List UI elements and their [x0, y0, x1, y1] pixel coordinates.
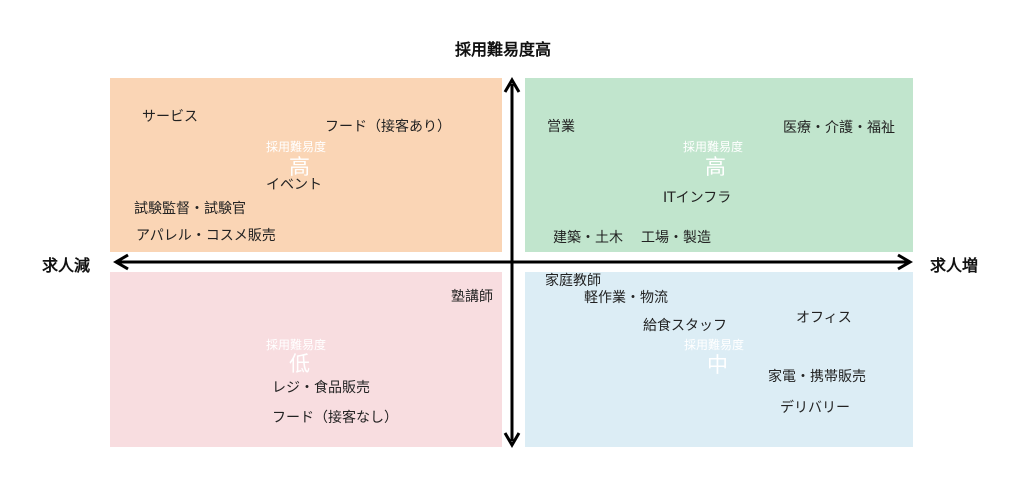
quadrant-bottom-left: [110, 272, 502, 447]
axis-label-right: 求人増: [930, 256, 979, 275]
axis-label-left: 求人減: [42, 256, 91, 275]
job-label: 給食スタッフ: [643, 318, 727, 334]
arrow-right-icon: [897, 253, 913, 271]
quadrant-level: 高: [289, 155, 310, 179]
axis-label-top: 採用難易度高: [455, 40, 552, 59]
job-label: 家電・携帯販売: [768, 369, 866, 385]
quadrant-level: 低: [289, 352, 310, 376]
quadrant-caption: 採用難易度: [684, 338, 745, 352]
job-label: 営業: [547, 119, 575, 135]
quadrant-bottom-right: [525, 272, 913, 447]
quadrant-level: 中: [707, 353, 728, 377]
job-label: サービス: [142, 109, 198, 125]
job-label: 軽作業・物流: [584, 290, 668, 306]
quadrant-caption: 採用難易度: [266, 338, 327, 352]
arrow-up-icon: [503, 77, 521, 93]
job-label: オフィス: [796, 310, 852, 326]
job-label: フード（接客あり）: [325, 119, 451, 135]
quadrant-top-left: [110, 78, 502, 252]
job-label: フード（接客なし）: [272, 410, 398, 426]
job-label: 試験監督・試験官: [134, 201, 246, 217]
job-label: レジ・食品販売: [272, 380, 370, 396]
job-label: 工場・製造: [641, 230, 711, 246]
job-label: ITインフラ: [663, 190, 732, 206]
arrow-down-icon: [503, 432, 521, 448]
arrow-left-icon: [113, 253, 129, 271]
quadrant-caption: 採用難易度: [683, 140, 744, 154]
job-label: イベント: [266, 177, 322, 193]
quadrant-top-right: [525, 78, 913, 252]
job-label: 建築・土木: [553, 230, 623, 246]
quadrant-level: 高: [705, 155, 726, 179]
job-label: 塾講師: [451, 289, 493, 305]
job-label: 医療・介護・福祉: [783, 120, 895, 136]
job-label: 家庭教師: [545, 273, 601, 289]
job-label: アパレル・コスメ販売: [136, 228, 276, 244]
job-label: デリバリー: [780, 400, 850, 416]
quadrant-caption: 採用難易度: [266, 140, 327, 154]
